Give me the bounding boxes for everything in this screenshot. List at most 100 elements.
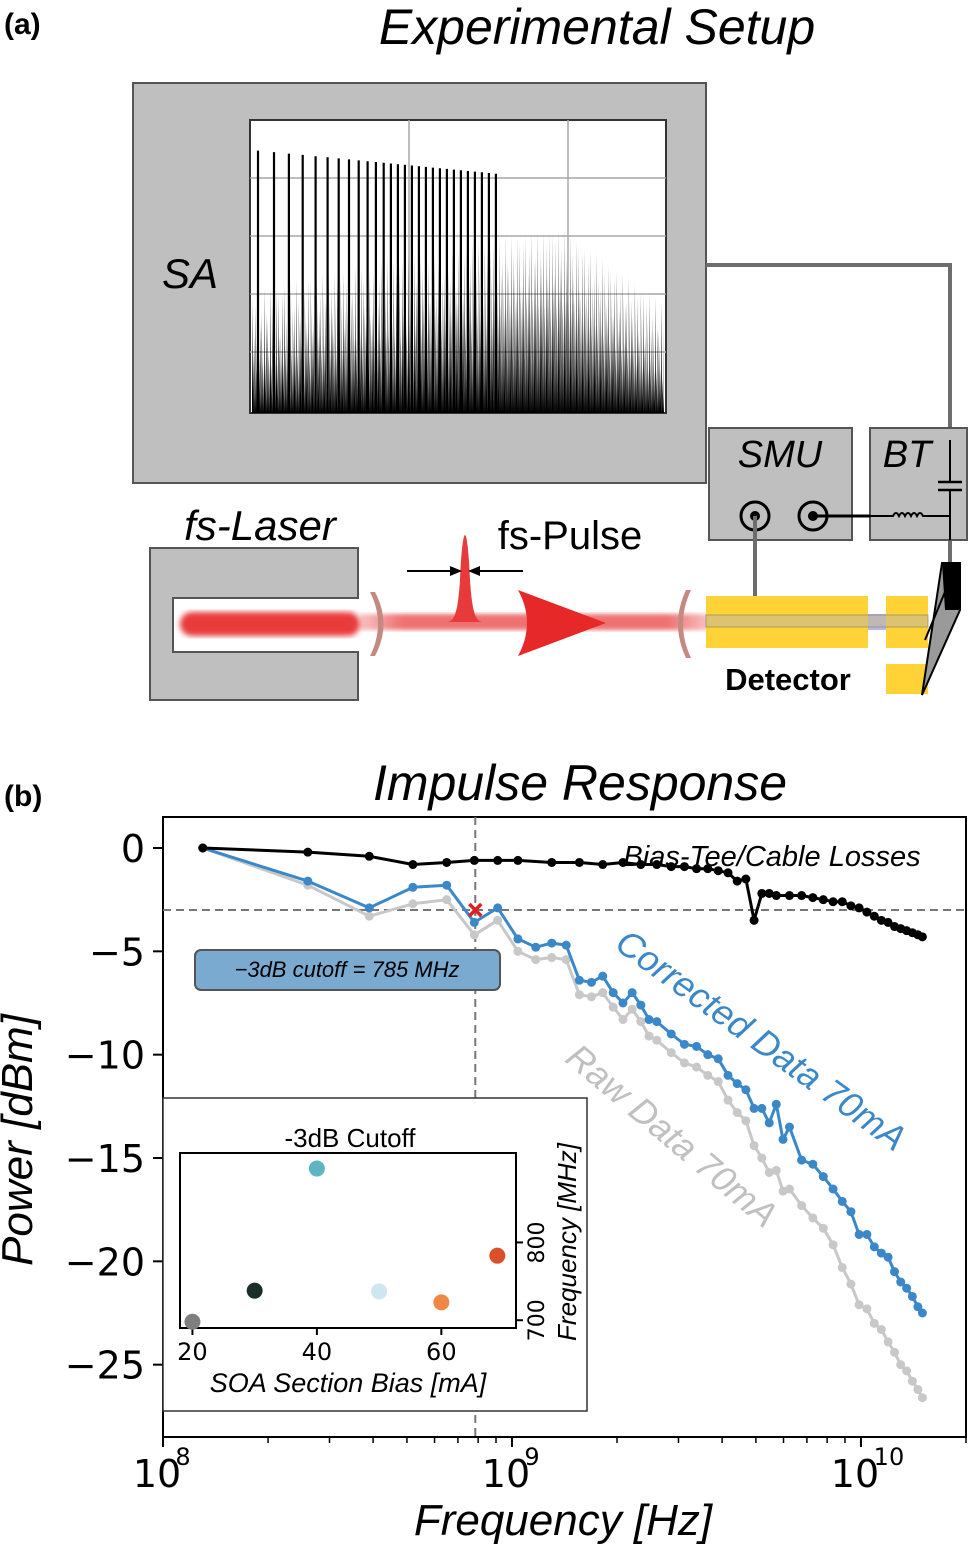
series-point <box>784 1184 794 1194</box>
series-point <box>493 855 503 865</box>
series-point <box>574 857 584 867</box>
series-point <box>771 1165 781 1175</box>
series-point <box>666 1029 676 1039</box>
series-point <box>854 1300 864 1310</box>
series-point <box>636 860 646 870</box>
sa-label: SA <box>162 250 218 297</box>
series-point <box>713 866 723 876</box>
inset-y-tick-label: 700 <box>525 1299 550 1341</box>
bt-label: BT <box>883 434 934 476</box>
series-point <box>364 911 374 921</box>
series-point <box>883 917 893 927</box>
smu-box: SMU <box>708 427 853 541</box>
series-point <box>469 930 479 940</box>
y-tick-label: −15 <box>65 1137 145 1181</box>
series-point <box>692 864 702 874</box>
series-point <box>723 1095 733 1105</box>
series-point <box>618 1015 628 1025</box>
series-point <box>652 860 662 870</box>
series-point <box>808 893 818 903</box>
series-point <box>917 1393 927 1403</box>
series-point <box>198 843 208 853</box>
series-point <box>741 1085 751 1095</box>
inset-plot-frame <box>179 1152 517 1329</box>
x-tick-label: 10 <box>133 1452 181 1496</box>
detector-label: Detector <box>725 662 851 697</box>
inset-x-tick-label: 20 <box>177 1338 208 1366</box>
series-point <box>408 860 418 870</box>
series-point <box>587 992 597 1002</box>
series-point <box>837 897 847 907</box>
inductor-symbol <box>870 512 950 519</box>
series-point <box>876 1248 886 1258</box>
panel-a-label: (a) <box>4 8 41 41</box>
series-point <box>547 938 557 948</box>
sa-spectrum-trace <box>252 150 664 413</box>
series-point <box>408 882 418 892</box>
series-point <box>713 1054 723 1064</box>
y-tick-label: −20 <box>65 1240 145 1284</box>
series-point <box>692 1041 702 1051</box>
panel-b-title: Impulse Response <box>373 755 787 811</box>
series-point <box>608 1002 618 1012</box>
series-point <box>854 1229 864 1239</box>
series-point <box>797 1201 807 1211</box>
series-point <box>828 897 838 907</box>
series-point <box>636 1017 646 1027</box>
y-tick-label: −5 <box>89 930 145 974</box>
series-point <box>652 1035 662 1045</box>
propagation-arrow <box>518 590 606 656</box>
series-point <box>846 901 856 911</box>
series-point <box>703 1070 713 1080</box>
series-point <box>902 1366 912 1376</box>
inset-title: -3dB Cutoff <box>284 1123 416 1153</box>
series-point <box>869 1242 879 1252</box>
series-point <box>784 891 794 901</box>
x-tick-exponent: 9 <box>524 1443 539 1471</box>
series-point <box>828 1240 838 1250</box>
series-point <box>808 1159 818 1169</box>
series-point <box>749 1103 759 1113</box>
series-point <box>547 953 557 963</box>
series-point <box>741 1116 751 1126</box>
y-tick-label: −10 <box>65 1034 145 1078</box>
series-point <box>764 1118 774 1128</box>
series-point <box>713 1077 723 1087</box>
series-point <box>883 1337 893 1347</box>
inset-xlabel: SOA Section Bias [mA] <box>210 1368 488 1398</box>
lens-right <box>678 590 691 658</box>
series-point <box>561 940 571 950</box>
cutoff-annotation-text: −3dB cutoff = 785 MHz <box>234 957 459 982</box>
series-point <box>902 1283 912 1293</box>
main-ylabel: Power [dBm] <box>0 1012 42 1266</box>
series-point <box>723 868 733 878</box>
x-tick-exponent: 8 <box>175 1443 190 1471</box>
laser-label: fs-Laser <box>184 502 338 549</box>
inset-ylabel: Frequency [MHz] <box>552 1142 582 1341</box>
series-point <box>778 1134 788 1144</box>
series-point <box>917 932 927 942</box>
series-point <box>679 862 689 872</box>
series-point <box>561 955 571 965</box>
main-xlabel: Frequency [Hz] <box>414 1496 714 1545</box>
series-point <box>644 1031 654 1041</box>
cutoff-marker <box>468 902 483 918</box>
x-tick-exponent: 10 <box>874 1443 905 1471</box>
series-point <box>303 847 313 857</box>
series-point <box>587 977 597 987</box>
inset-point <box>308 1160 325 1177</box>
series-point <box>913 1302 923 1312</box>
series-point <box>547 857 557 867</box>
series-point <box>666 862 676 872</box>
inset-point <box>184 1313 201 1330</box>
series-point <box>574 990 584 1000</box>
laser-housing <box>149 547 359 701</box>
series-point <box>854 903 864 913</box>
series-point <box>837 1196 847 1206</box>
series-point <box>364 903 374 913</box>
bias-tee-box: BT <box>869 427 968 541</box>
series-point <box>771 1099 781 1109</box>
series-point <box>493 903 503 913</box>
series-point <box>784 1122 794 1132</box>
series-point <box>442 857 452 867</box>
